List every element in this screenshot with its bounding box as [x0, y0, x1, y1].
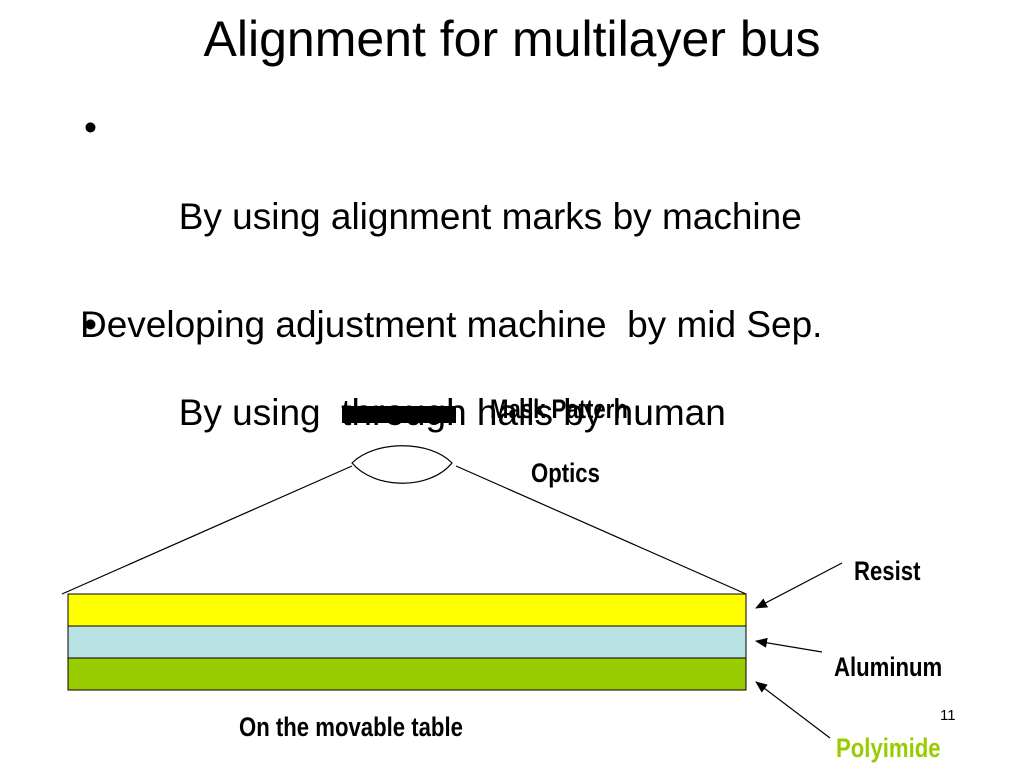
bullet-text: By using alignment marks by machine [178, 195, 802, 237]
polyimide-layer [67, 657, 747, 691]
table-label: On the movable table [239, 712, 463, 742]
mask-pattern-label: Mask Pattern [490, 394, 628, 424]
bullet-item: • By using through halls by human [84, 303, 802, 481]
resist-label: Resist [854, 556, 921, 586]
resist-layer [67, 593, 747, 627]
aluminum-label: Aluminum [834, 652, 943, 682]
bullet-list: • By using alignment marks by machine • … [84, 106, 802, 499]
polyimide-arrow [755, 681, 831, 739]
bullet-text: By using through halls by human [178, 392, 726, 434]
mask-pattern-bar [342, 406, 456, 423]
bullet-item: • By using alignment marks by machine [84, 106, 802, 284]
slide-title: Alignment for multilayer bus [203, 11, 821, 67]
resist-arrow [755, 562, 843, 609]
polyimide-label: Polyimide [836, 733, 941, 763]
aluminum-layer [67, 625, 747, 659]
projection-line-right [455, 465, 747, 595]
aluminum-arrow [755, 637, 823, 653]
optics-lens [351, 445, 453, 484]
page-number: 11 [940, 707, 956, 724]
body-text: Developing adjustment machine by mid Sep… [80, 304, 823, 345]
projection-line-left [61, 465, 353, 595]
optics-label: Optics [531, 458, 600, 488]
bullet-marker: • [84, 107, 97, 148]
bullet-marker: • [84, 303, 97, 345]
